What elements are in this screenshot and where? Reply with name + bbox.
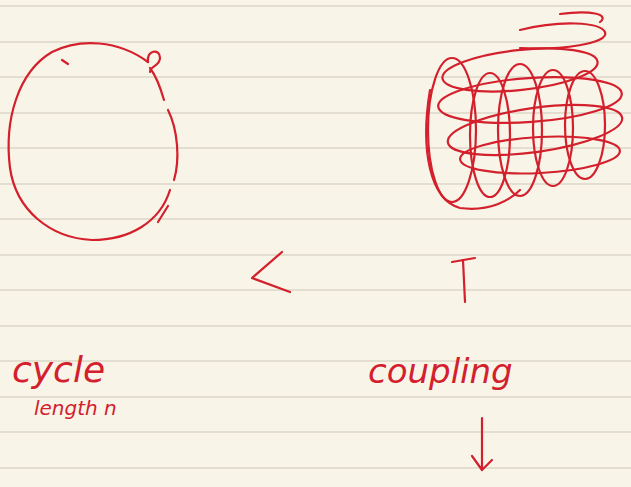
up-arrow	[452, 258, 475, 302]
cycle-loop	[148, 52, 160, 72]
coupling-label: coupling	[368, 354, 513, 388]
down-arrow	[472, 418, 492, 470]
cycle-arc	[168, 110, 177, 180]
cycle-tick	[62, 60, 68, 64]
cycle-circle	[9, 43, 170, 240]
left-arrow	[252, 252, 290, 292]
ruled-lines	[0, 6, 631, 468]
coupling-scribble	[426, 12, 625, 208]
cycle-tick	[158, 206, 168, 222]
length-label: length n	[34, 398, 117, 418]
cycle-arc	[150, 68, 164, 100]
cycle-label: cycle	[12, 352, 105, 388]
